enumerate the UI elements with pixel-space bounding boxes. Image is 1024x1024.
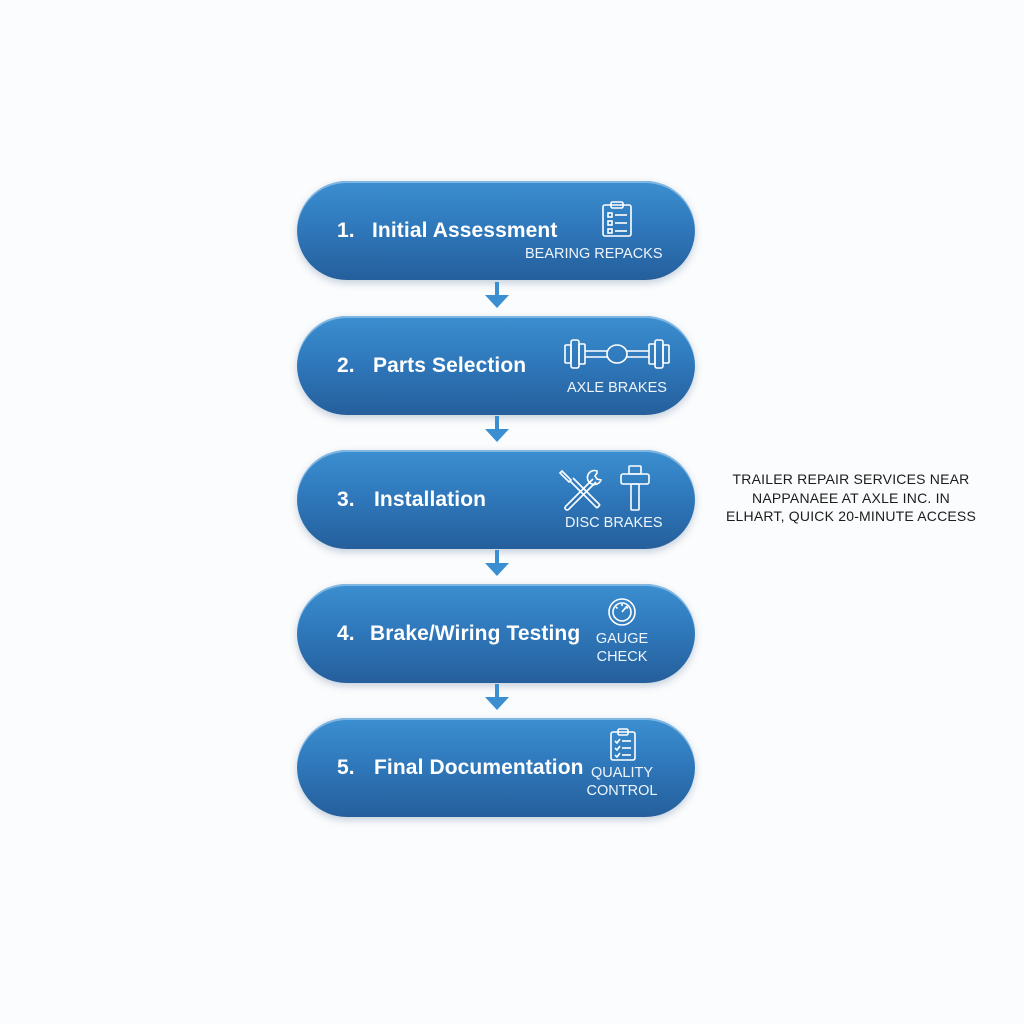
step-5-number: 5. xyxy=(337,756,355,779)
step-5: 5. Final Documentation QUALITY CONTROL xyxy=(297,718,695,817)
down-arrow-icon xyxy=(485,684,509,710)
step-3-name: Installation xyxy=(374,488,487,511)
step-5-subtitle-line1: QUALITY xyxy=(590,765,654,781)
step-2-number: 2. xyxy=(337,354,355,377)
step-1-number: 1. xyxy=(337,219,355,242)
axle-icon xyxy=(563,334,671,374)
hammer-icon xyxy=(617,464,653,512)
step-1-subtitle: BEARING REPACKS xyxy=(525,246,663,262)
side-note-line1: TRAILER REPAIR SERVICES NEAR xyxy=(732,471,970,487)
wrench-screwdriver-icon xyxy=(557,467,605,511)
step-4-name: Brake/Wiring Testing xyxy=(370,622,581,645)
step-5-name: Final Documentation xyxy=(374,756,584,779)
step-4-subtitle-line2: CHECK xyxy=(596,649,648,665)
step-4-subtitle-line1: GAUGE xyxy=(595,631,649,647)
clipboard-icon xyxy=(600,200,634,238)
step-4-subtitle: GAUGE CHECK xyxy=(591,630,653,666)
down-arrow-icon xyxy=(485,282,509,308)
side-note-line2: NAPPANAEE AT AXLE INC. IN xyxy=(752,489,950,506)
step-4-number: 4. xyxy=(337,622,355,645)
checklist-icon xyxy=(609,728,637,762)
step-5-subtitle-line2: CONTROL xyxy=(586,783,658,799)
step-1-name: Initial Assessment xyxy=(372,219,558,242)
step-2-name: Parts Selection xyxy=(373,354,527,377)
side-note-line3: ELHART, QUICK 20-MINUTE ACCESS xyxy=(725,508,977,524)
step-3-subtitle: DISC BRAKES xyxy=(565,515,663,531)
step-5-subtitle: QUALITY CONTROL xyxy=(584,764,660,800)
step-1: 1. Initial Assessment BEARING REPACKS xyxy=(297,181,695,280)
gauge-icon xyxy=(607,597,637,627)
step-2-subtitle: AXLE BRAKES xyxy=(567,380,667,396)
down-arrow-icon xyxy=(485,550,509,576)
step-4: 4. Brake/Wiring Testing GAUGE CHECK xyxy=(297,584,695,683)
step-3-number: 3. xyxy=(337,488,355,511)
side-note: TRAILER REPAIR SERVICES NEAR NAPPANAEE A… xyxy=(716,470,986,526)
step-3: 3. Installation DISC BRAKES xyxy=(297,450,695,549)
down-arrow-icon xyxy=(485,416,509,442)
step-2: 2. Parts Selection AXLE BRAKES xyxy=(297,316,695,415)
